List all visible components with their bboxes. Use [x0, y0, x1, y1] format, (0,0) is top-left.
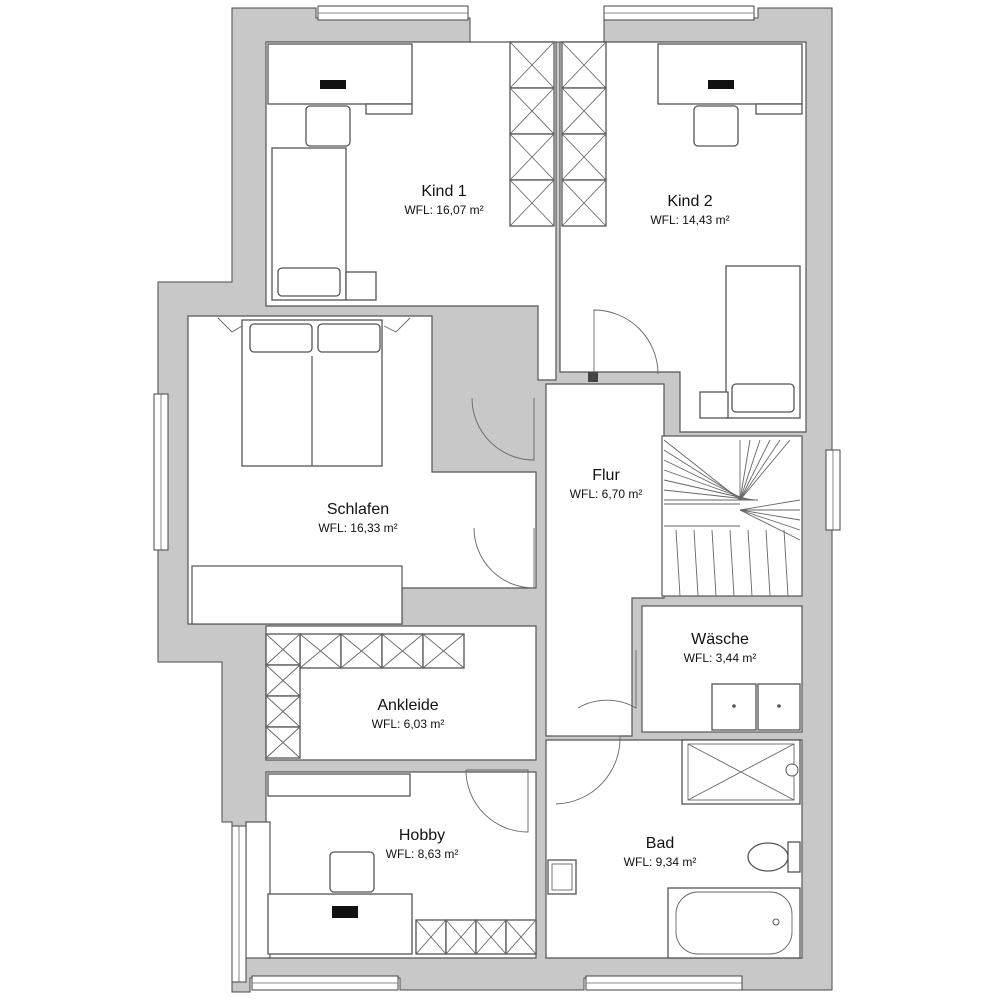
- door-bad: [552, 735, 621, 805]
- staircase: [663, 439, 801, 597]
- label-flur: Flur WFL: 6,70 m²: [570, 467, 643, 501]
- window-top-kind2: [603, 5, 755, 21]
- door-kind1: [471, 397, 535, 461]
- window-right-stair: [825, 449, 841, 531]
- desk-kind1: [267, 43, 413, 147]
- label-hobby: Hobby WFL: 8,63 m²: [386, 827, 459, 861]
- room-name: Flur: [592, 467, 620, 484]
- hobby-window-niche: [245, 821, 271, 959]
- room-name: Schlafen: [327, 501, 389, 518]
- window-left-schlafen: [153, 393, 169, 551]
- toilet-bad: [747, 841, 801, 873]
- room-name: Kind 1: [421, 183, 466, 200]
- window-bottom-bad: [585, 975, 743, 991]
- door-waesche: [577, 650, 637, 709]
- bed-kind2: [699, 265, 801, 419]
- window-bottom-hobby: [251, 975, 399, 991]
- sink-bad: [547, 859, 577, 895]
- label-kind2: Kind 2 WFL: 14,43 m²: [650, 193, 729, 227]
- stair-well: [661, 435, 803, 597]
- room-name: Wäsche: [691, 631, 749, 648]
- double-bed-schlafen: [217, 317, 411, 467]
- wardrobe-ankleide: [265, 633, 465, 759]
- room-area: WFL: 14,43 m²: [650, 213, 729, 227]
- room-area: WFL: 16,33 m²: [318, 521, 397, 535]
- label-kind1: Kind 1 WFL: 16,07 m²: [404, 183, 483, 217]
- door-schlafen: [473, 527, 535, 589]
- window-left-hobby: [231, 825, 247, 983]
- room-name: Bad: [646, 835, 674, 852]
- bathtub-bad: [667, 887, 801, 959]
- window-top-kind1: [317, 5, 469, 21]
- label-ankleide: Ankleide WFL: 6,03 m²: [372, 697, 445, 731]
- shelf-hobby: [415, 919, 537, 955]
- label-schlafen: Schlafen WFL: 16,33 m²: [318, 501, 397, 535]
- desk-kind2: [657, 43, 803, 147]
- door-hobby: [465, 769, 529, 833]
- room-area: WFL: 8,63 m²: [386, 847, 459, 861]
- room-area: WFL: 3,44 m²: [684, 651, 757, 665]
- bed-kind1: [271, 147, 377, 301]
- door-kind2: [588, 309, 659, 382]
- label-waesche: Wäsche WFL: 3,44 m²: [684, 631, 757, 665]
- wardrobe-units: [509, 41, 607, 227]
- schlafen-niche: [191, 565, 403, 625]
- hobby-furniture: [267, 773, 413, 955]
- laundry-machines: [711, 683, 801, 731]
- room-name: Hobby: [399, 827, 445, 844]
- room-area: WFL: 16,07 m²: [404, 203, 483, 217]
- room-area: WFL: 6,03 m²: [372, 717, 445, 731]
- room-name: Kind 2: [667, 193, 712, 210]
- room-name: Ankleide: [377, 697, 438, 714]
- shower-bad: [681, 739, 801, 805]
- room-area: WFL: 9,34 m²: [624, 855, 697, 869]
- label-bad: Bad WFL: 9,34 m²: [624, 835, 697, 869]
- room-area: WFL: 6,70 m²: [570, 487, 643, 501]
